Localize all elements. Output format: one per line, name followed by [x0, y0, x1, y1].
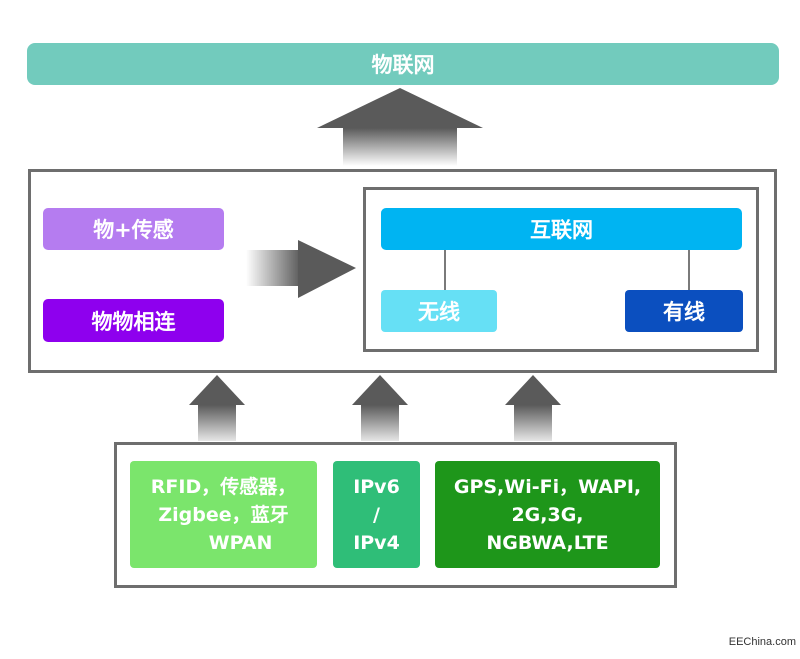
gps-wifi-line: GPS,Wi-Fi，WAPI, [453, 475, 642, 498]
internet-bar: 互联网 [381, 208, 742, 250]
wireless-connector [444, 250, 446, 290]
2g3g-line: 2G,3G, [511, 503, 584, 526]
watermark-text: EEChina.com [728, 636, 796, 648]
up-arrow-center-icon [352, 375, 408, 441]
thing-sensing-label: 物+传感 [93, 218, 174, 242]
rfid-sensor-box: RFID，传感器， Zigbee，蓝牙 WPAN [130, 461, 317, 568]
wired-connector [688, 250, 690, 290]
internet-label: 互联网 [530, 218, 593, 242]
right-arrow-icon [246, 240, 356, 298]
wireless-label: 无线 [418, 300, 460, 324]
ipv6-ipv4-box: IPv6 / IPv4 [333, 461, 420, 568]
ipv6-label: IPv6 [353, 475, 400, 498]
rfid-line-1: RFID，传感器， [150, 475, 297, 498]
wired-box: 有线 [625, 290, 743, 332]
up-arrow-left-icon [189, 375, 245, 441]
iot-label: 物联网 [371, 53, 435, 77]
thing-connect-box: 物物相连 [43, 299, 224, 342]
wired-label: 有线 [663, 300, 705, 324]
wireless-tech-box: GPS,Wi-Fi，WAPI, 2G,3G, NGBWA,LTE [435, 461, 660, 568]
thing-connect-label: 物物相连 [91, 309, 176, 334]
rfid-line-2: Zigbee，蓝牙 [158, 503, 289, 526]
up-arrow-right-icon [505, 375, 561, 441]
up-arrow-top-icon [317, 88, 483, 166]
thing-sensing-box: 物+传感 [43, 208, 224, 250]
watermark: EEChina.com [712, 636, 796, 654]
rfid-line-3: WPAN [208, 531, 273, 554]
iot-top-bar: 物联网 [27, 43, 779, 85]
ip-slash-label: / [373, 503, 380, 526]
wireless-box: 无线 [381, 290, 497, 332]
ipv4-label: IPv4 [353, 531, 400, 554]
ngbwa-lte-line: NGBWA,LTE [486, 531, 609, 554]
